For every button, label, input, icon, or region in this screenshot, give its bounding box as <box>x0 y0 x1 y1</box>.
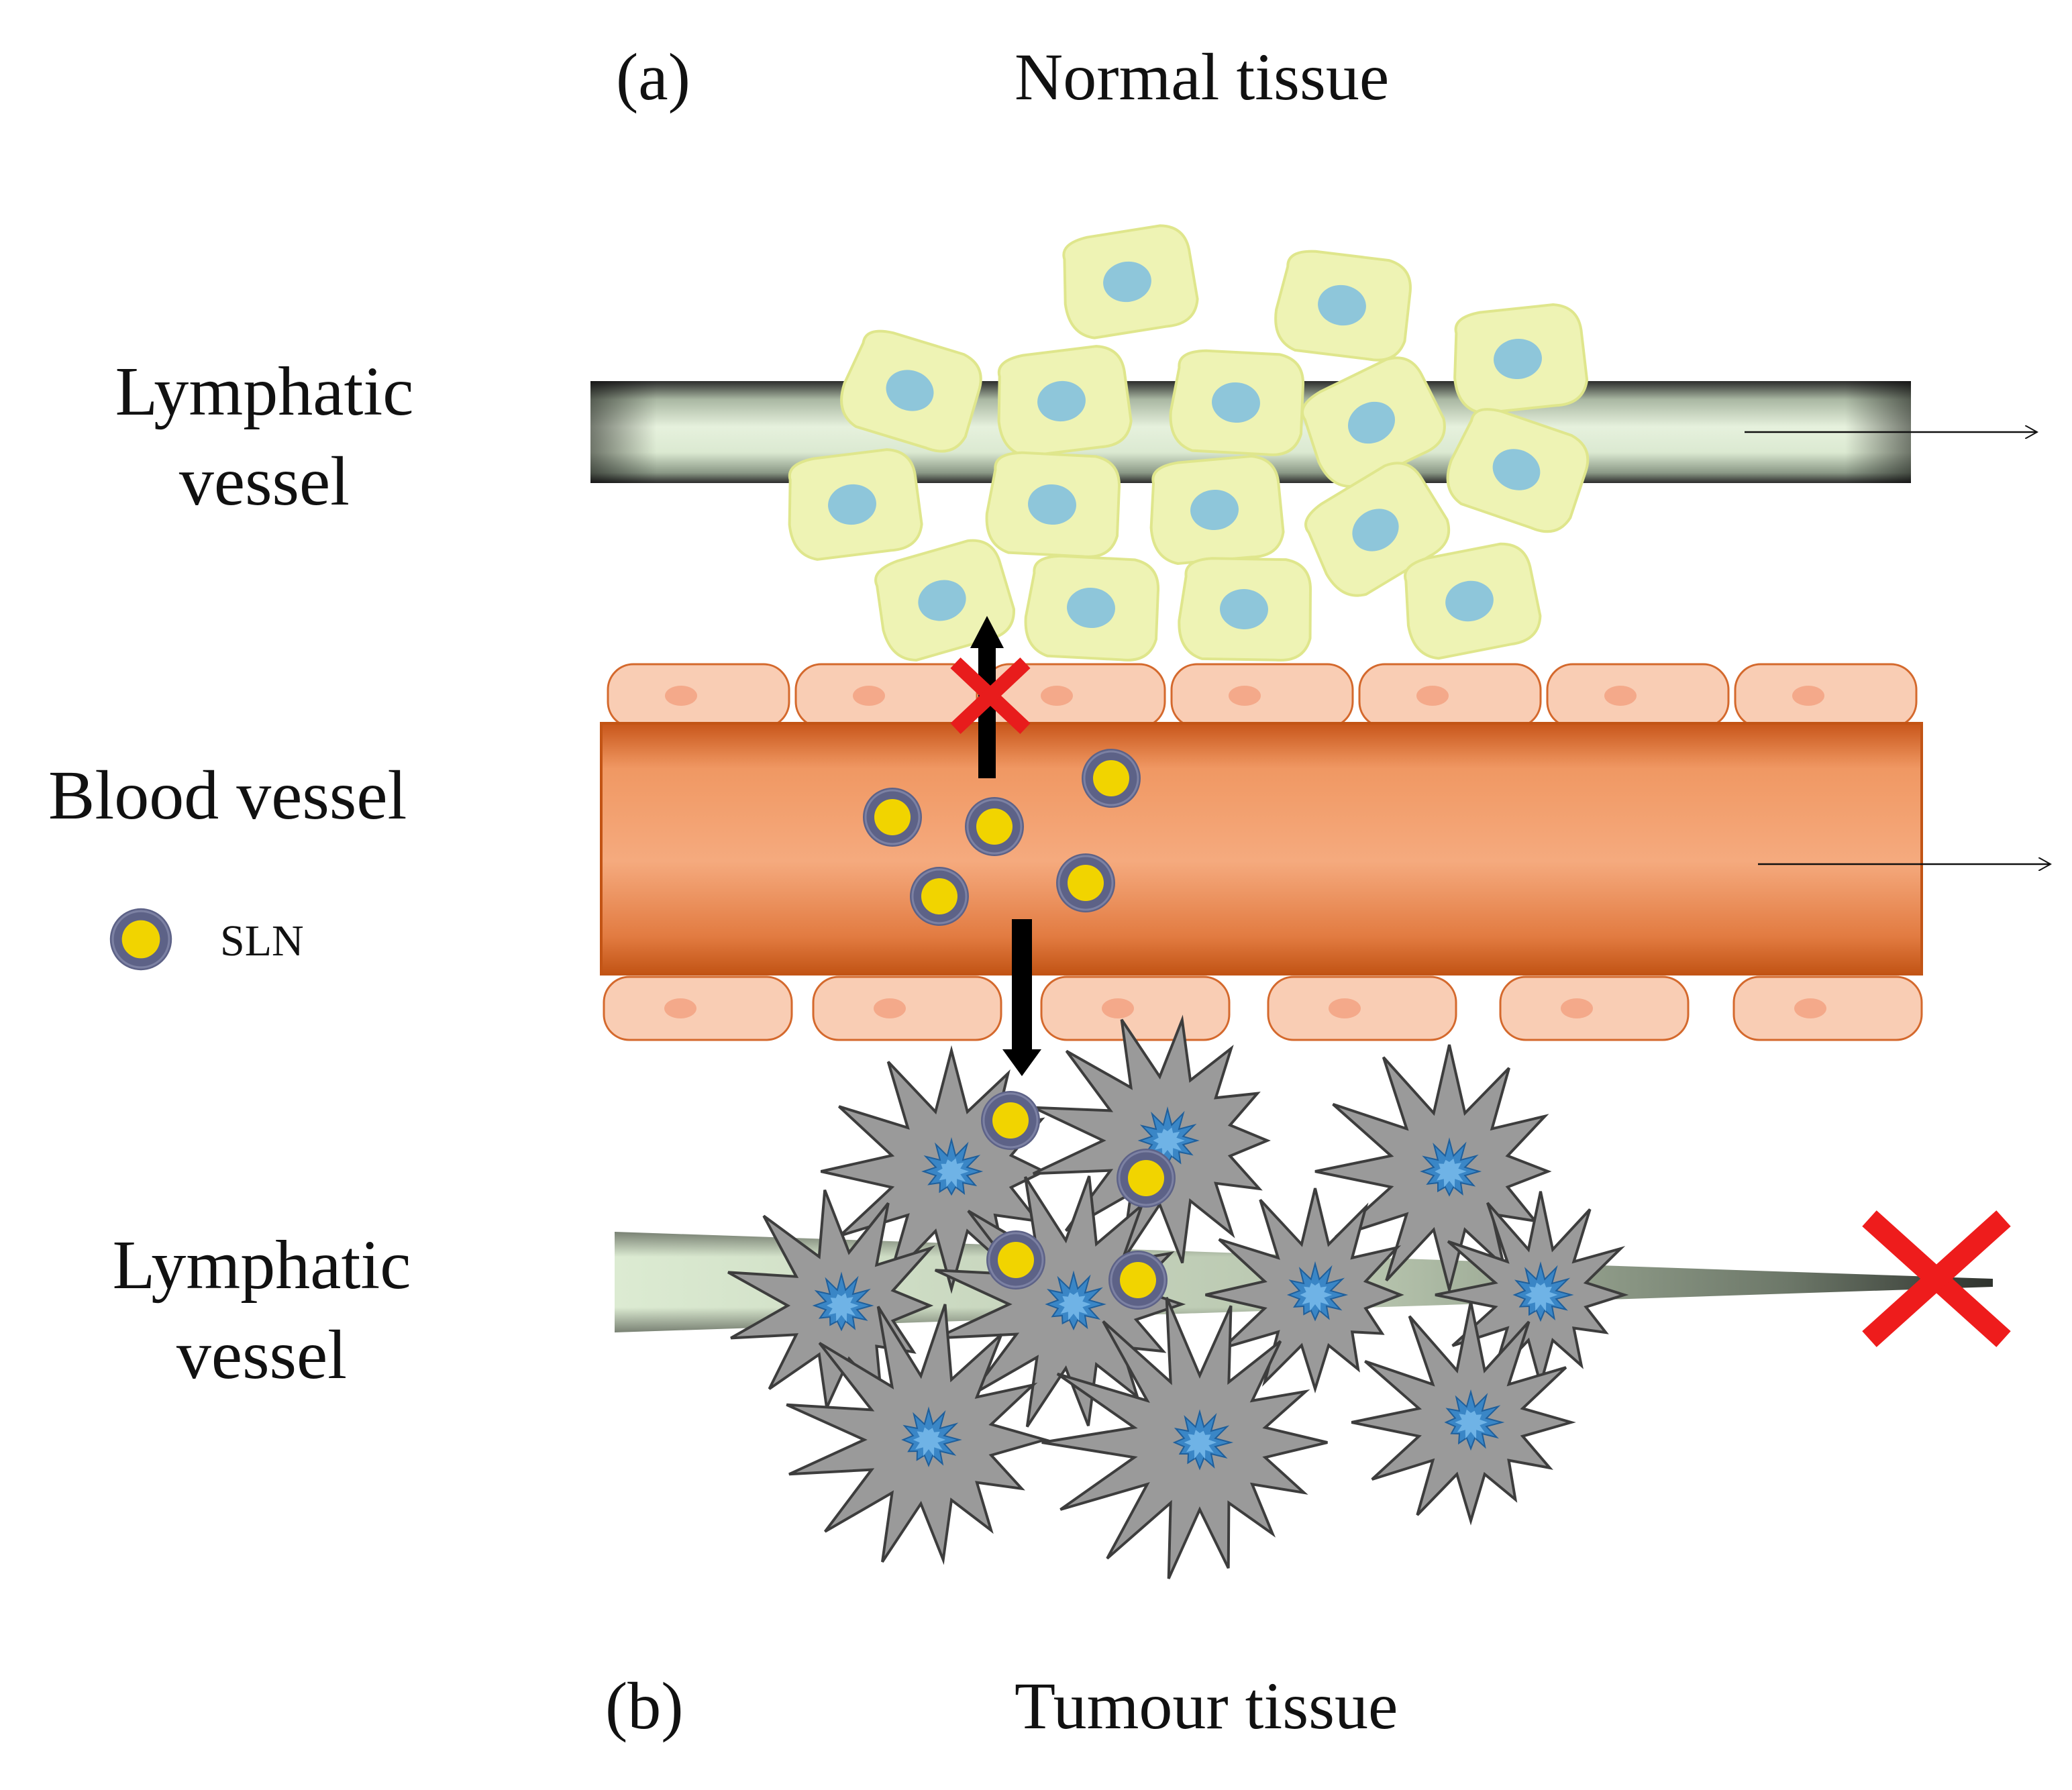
cell-nucleus <box>1212 382 1260 423</box>
cell-nucleus <box>918 580 966 621</box>
sln-particle-icon <box>1055 852 1117 914</box>
cell-nucleus <box>1318 284 1366 326</box>
endothelial-cell <box>1734 663 1918 729</box>
cell-nucleus <box>886 370 934 411</box>
endothelium-bottom <box>603 976 1923 1041</box>
tumour-nucleus <box>1172 1409 1234 1471</box>
panel-a-title: Normal tissue <box>1015 40 1389 114</box>
normal-cell <box>985 451 1121 558</box>
tumour-cell <box>1435 1191 1629 1389</box>
cell-nucleus <box>1190 489 1239 531</box>
normal-cell <box>874 539 1015 662</box>
cell-nucleus <box>1037 380 1086 422</box>
sln-particle-icon <box>1115 1147 1177 1209</box>
endothelial-cell <box>1499 976 1690 1041</box>
label-lymphatic-bottom-line1: Lymphatic <box>113 1226 411 1304</box>
blood-vessel <box>600 722 1923 976</box>
cell-nucleus <box>1492 449 1541 490</box>
endothelial-cell <box>794 663 978 729</box>
tumour-nucleus <box>921 1137 984 1196</box>
tumour-nucleus <box>1420 1137 1482 1197</box>
cell-nucleus <box>828 484 876 525</box>
label-lymphatic-bottom-line2: vessel <box>176 1316 347 1393</box>
tumour-cell <box>1041 1297 1328 1579</box>
normal-cell <box>1446 408 1590 533</box>
tumour-nucleus <box>1512 1261 1574 1322</box>
endothelial-cell <box>1267 976 1457 1041</box>
normal-cell <box>1301 356 1446 488</box>
sln-particle-icon <box>1107 1249 1169 1311</box>
tumour-cell <box>1032 1014 1271 1264</box>
normal-cell <box>1304 462 1451 597</box>
tumour-nucleus <box>1045 1270 1106 1330</box>
red-x-icon <box>950 657 1031 735</box>
endothelial-cell <box>1040 976 1231 1041</box>
tumour-nucleus <box>1444 1389 1505 1451</box>
tumour-cell <box>727 1189 935 1413</box>
label-lymphatic-top-line1: Lymphatic <box>115 353 414 430</box>
cell-nucleus <box>1028 484 1076 525</box>
sln-legend-label: SLN <box>220 916 304 965</box>
black-arrow-icon <box>970 616 1004 778</box>
endothelium-top <box>607 663 1918 729</box>
normal-cell <box>1404 542 1542 660</box>
sln-legend-icon <box>109 907 173 971</box>
normal-cell <box>1169 349 1304 456</box>
endothelial-cell <box>1732 976 1923 1041</box>
sln-particle-icon <box>909 865 970 927</box>
label-lymphatic-top-line2: vessel <box>179 443 350 520</box>
panel-b-title: Tumour tissue <box>1015 1669 1398 1743</box>
tumour-cell-cluster <box>727 1014 1629 1579</box>
label-blood-vessel: Blood vessel <box>48 757 407 834</box>
normal-cell <box>1024 554 1159 662</box>
sln-legend: SLN <box>109 907 304 971</box>
sln-particle-icon <box>964 796 1025 857</box>
tumour-nucleus <box>1286 1261 1349 1322</box>
endothelial-cell <box>812 976 1002 1041</box>
endothelial-cell <box>1546 663 1730 729</box>
cell-nucleus <box>1352 509 1399 551</box>
sln-particle-icon <box>980 1090 1041 1151</box>
red-x-icon <box>1862 1210 2011 1347</box>
endothelial-cell <box>603 976 793 1041</box>
black-arrow-icon <box>1002 919 1041 1076</box>
cell-nucleus <box>1494 338 1542 380</box>
panel-b-letter: (b) <box>605 1669 684 1743</box>
endothelial-cell <box>1358 663 1542 729</box>
panel-a-letter: (a) <box>616 40 690 114</box>
normal-cell <box>840 329 982 453</box>
cell-nucleus <box>1103 261 1151 303</box>
endothelial-cell <box>1170 663 1354 729</box>
normal-cell <box>788 448 923 561</box>
normal-cell <box>997 345 1133 458</box>
tumour-nucleus <box>812 1271 874 1332</box>
tumour-cell <box>1351 1301 1576 1526</box>
normal-cell <box>1274 250 1412 362</box>
endothelial-cell <box>607 663 790 729</box>
tumour-cell <box>1205 1188 1404 1393</box>
sln-particle-icon <box>1080 747 1142 809</box>
cell-nucleus <box>1445 580 1494 622</box>
normal-cell-cluster <box>788 224 1590 662</box>
tumour-cell <box>786 1304 1050 1565</box>
normal-cell <box>1149 454 1285 566</box>
sln-particle-icon <box>862 786 923 848</box>
normal-cell <box>1453 303 1589 415</box>
normal-cell <box>1178 557 1312 662</box>
cell-nucleus <box>1220 588 1268 630</box>
sln-particle-icon <box>985 1229 1047 1291</box>
normal-cell <box>1062 224 1199 339</box>
tumour-nucleus <box>901 1406 962 1467</box>
cell-nucleus <box>1347 401 1396 444</box>
cell-nucleus <box>1067 587 1115 629</box>
